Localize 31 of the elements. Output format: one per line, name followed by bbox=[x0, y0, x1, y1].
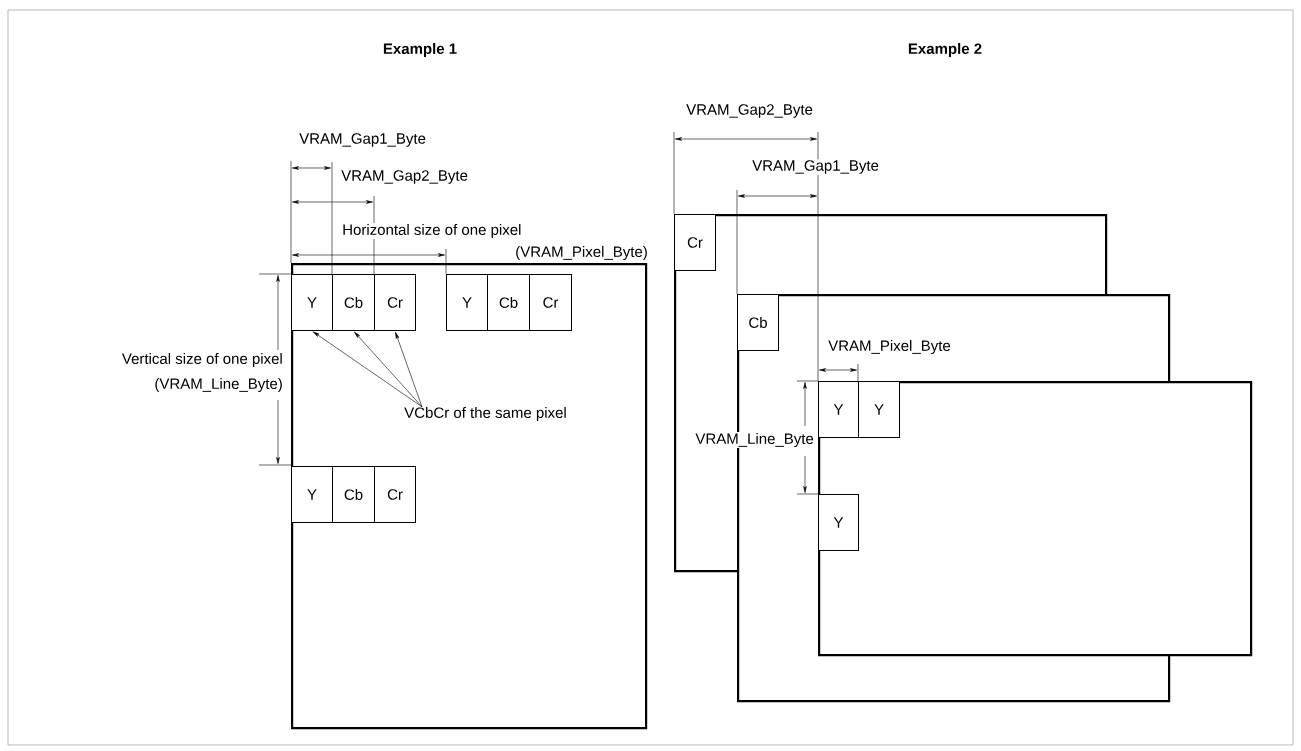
leader-arrow bbox=[395, 332, 423, 408]
callout-text: VCbCr of the same pixel bbox=[404, 407, 566, 421]
dimension-label: VRAM_Gap2_Byte bbox=[685, 103, 814, 119]
cell: Y bbox=[291, 466, 333, 523]
dimension-label: Vertical size of one pixel bbox=[120, 352, 284, 368]
memory-plane bbox=[818, 381, 1253, 657]
dimension-label: (VRAM_Line_Byte) bbox=[153, 377, 284, 393]
leader-arrow bbox=[312, 331, 423, 408]
dimension-label: Horizontal size of one pixel bbox=[341, 223, 523, 239]
cell: Y bbox=[818, 381, 859, 438]
cell: Cb bbox=[332, 466, 375, 523]
cell: Y bbox=[818, 494, 859, 551]
example-title: Example 1 bbox=[381, 42, 459, 58]
dimension-label: VRAM_Gap1_Byte bbox=[751, 159, 880, 175]
cell: Cb bbox=[487, 274, 530, 331]
cell: Y bbox=[291, 274, 333, 331]
cell: Cr bbox=[374, 466, 416, 523]
dimension-label: VRAM_Line_Byte bbox=[694, 432, 815, 448]
leader-arrow bbox=[354, 331, 423, 408]
cell: Cr bbox=[529, 274, 572, 331]
cell: Y bbox=[858, 381, 900, 438]
dimension-label: VRAM_Pixel_Byte bbox=[827, 339, 952, 355]
cell: Cr bbox=[374, 274, 416, 331]
cell: Cb bbox=[332, 274, 375, 331]
cell: Cr bbox=[674, 214, 716, 271]
dimension-label: (VRAM_Pixel_Byte) bbox=[514, 245, 649, 261]
example-title: Example 2 bbox=[906, 42, 984, 58]
dimension-label: VRAM_Gap2_Byte bbox=[340, 169, 469, 185]
cell: Cb bbox=[737, 294, 779, 351]
dimension-label: VRAM_Gap1_Byte bbox=[298, 132, 427, 148]
cell: Y bbox=[446, 274, 488, 331]
